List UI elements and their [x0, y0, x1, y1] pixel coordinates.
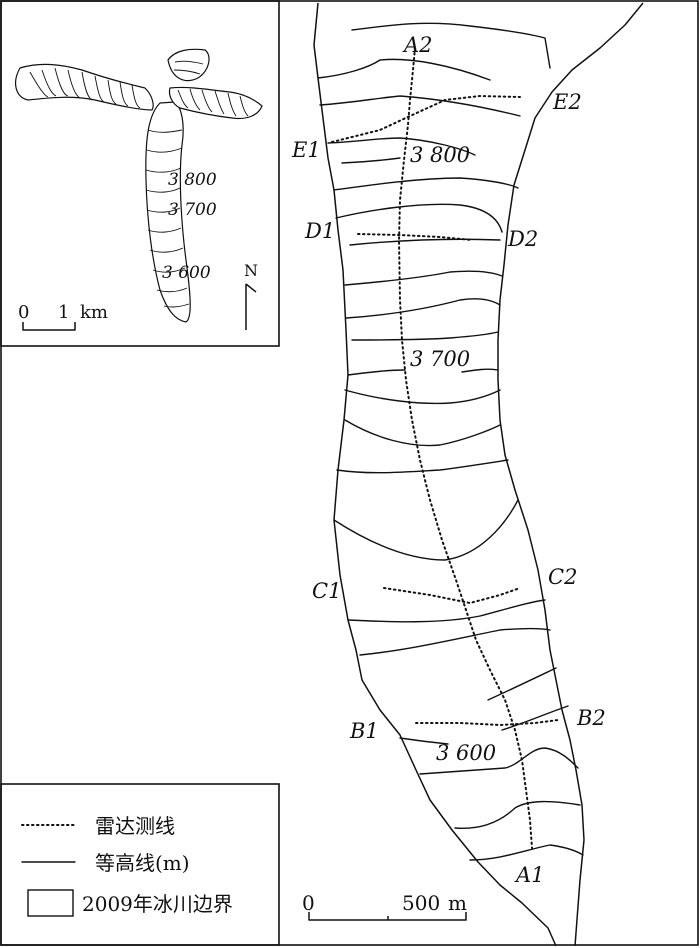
profile-label-b2: B2	[576, 706, 606, 730]
radar-line-e	[331, 94, 521, 143]
profile-label-a1: A1	[514, 863, 545, 887]
contour-line	[341, 157, 401, 164]
radar-line-c	[383, 587, 521, 605]
contour-line	[419, 747, 579, 775]
contour-line	[461, 368, 499, 373]
inset-contour-label-3600: 3 600	[162, 263, 211, 283]
contour-line	[344, 419, 501, 447]
north-label: N	[244, 261, 258, 280]
contour-line	[454, 800, 581, 830]
inset-scale-unit: km	[80, 302, 108, 323]
scale-length: 500	[402, 891, 440, 915]
contour-line	[336, 459, 509, 474]
profile-label-c1: C1	[312, 579, 341, 603]
contour-line	[399, 737, 449, 745]
contour-line	[359, 627, 551, 656]
inset-contour-label-3800: 3 800	[168, 170, 217, 190]
glacier-boundary-right	[497, 2, 644, 947]
contour-line	[501, 705, 569, 731]
contour-line	[347, 369, 406, 376]
contour-line	[351, 331, 499, 341]
contour-line	[333, 177, 519, 191]
scale-zero: 0	[302, 891, 315, 915]
glacier-boundary-left	[313, 2, 557, 947]
contour-line	[335, 203, 503, 233]
contour-line	[344, 270, 503, 286]
contour-line	[351, 22, 551, 69]
inset-scale-zero: 0	[18, 302, 29, 323]
legend-label-radar: 雷达测线	[95, 814, 175, 838]
profile-label-b1: B1	[349, 719, 379, 743]
legend-label-boundary: 2009年冰川边界	[82, 892, 233, 916]
inset-scale-bar: 0 1 km	[18, 302, 108, 331]
contour-label-3600: 3 600	[436, 741, 496, 765]
scale-unit: m	[448, 891, 467, 915]
profile-label-c2: C2	[548, 565, 577, 589]
contour-line	[327, 137, 476, 156]
inset-contour-label-3700: 3 700	[168, 200, 217, 220]
contour-line	[349, 238, 501, 246]
contour-line	[469, 844, 584, 861]
contour-label-3700: 3 700	[410, 347, 470, 371]
radar-line-a	[397, 47, 533, 849]
contour-line	[344, 389, 501, 405]
contour-line	[317, 58, 491, 81]
profile-label-e2: E2	[552, 90, 582, 114]
profile-label-a2: A2	[402, 33, 433, 57]
radar-line-d	[357, 233, 473, 241]
contour-line	[347, 599, 546, 623]
inset-scale-one: 1	[58, 302, 69, 323]
contour-label-3800: 3 800	[410, 143, 470, 167]
contour-line	[319, 95, 521, 117]
contour-line	[333, 499, 519, 561]
inset-map: 3 800 3 700 3 600 N 0 1 km	[0, 0, 280, 347]
glacier-main: A2 E2 E1 D1 D2 C1 C2 B1 B2 A1 3 800 3 70…	[291, 2, 644, 947]
legend: 雷达测线 等高线(m) 2009年冰川边界	[0, 783, 280, 946]
contour-line	[487, 667, 557, 701]
scale-bar: 0 500 m	[302, 891, 467, 921]
legend-label-contour: 等高线(m)	[95, 851, 190, 875]
contour-line	[345, 298, 501, 319]
legend-box-symbol	[27, 889, 74, 917]
profile-label-d2: D2	[507, 227, 538, 251]
profile-label-e1: E1	[291, 138, 321, 162]
radar-line-b	[415, 719, 559, 727]
profile-label-d1: D1	[304, 219, 335, 243]
north-arrow: N	[244, 261, 258, 330]
